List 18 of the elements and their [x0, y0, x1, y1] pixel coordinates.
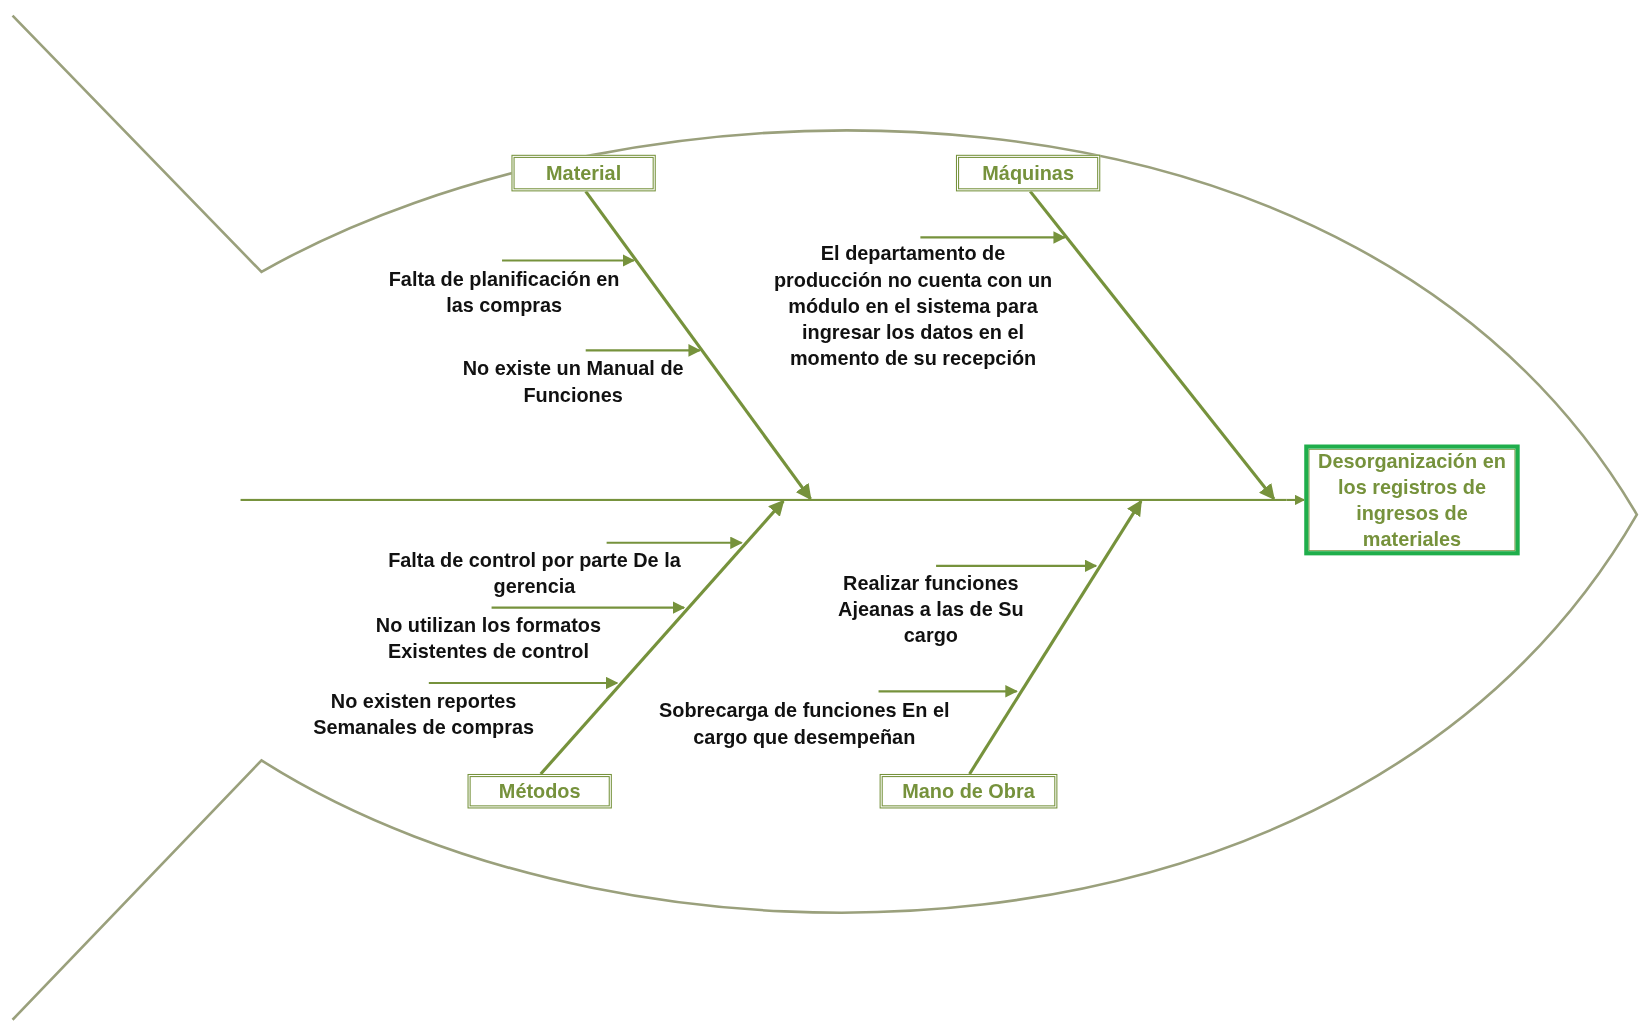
arrow — [968, 499, 1143, 775]
cause-text: No existen reportes Semanales de compras — [312, 689, 536, 741]
effect-box: Desorganización en los registros de ingresos de materiales — [1304, 444, 1520, 556]
cause-text: No utilizan los formatos Existentes de control — [374, 612, 603, 665]
cause-text: El departamento de producción no cuenta con un módulo en el sistema para ingresar los datos en el momento de su recepción — [772, 241, 1054, 372]
cause-text: Falta de planificación en las compras — [387, 266, 621, 318]
spine-line — [240, 498, 1287, 501]
cause-text: Falta de control por parte De la gerencia — [387, 548, 682, 600]
cause-text: No existe un Manual de Funciones — [461, 356, 685, 408]
cause-text: Sobrecarga de funciones En el cargo que desempeñan — [658, 698, 951, 750]
arrow — [539, 499, 785, 775]
category-box: Máquinas — [955, 154, 1101, 192]
arrow — [1028, 190, 1276, 501]
cause-text: Realizar funciones Ajeanas a las de Su cargo — [837, 571, 1025, 649]
arrow — [1286, 494, 1306, 506]
category-box: Métodos — [467, 773, 612, 809]
arrow — [584, 190, 812, 501]
category-box: Mano de Obra — [879, 773, 1058, 809]
